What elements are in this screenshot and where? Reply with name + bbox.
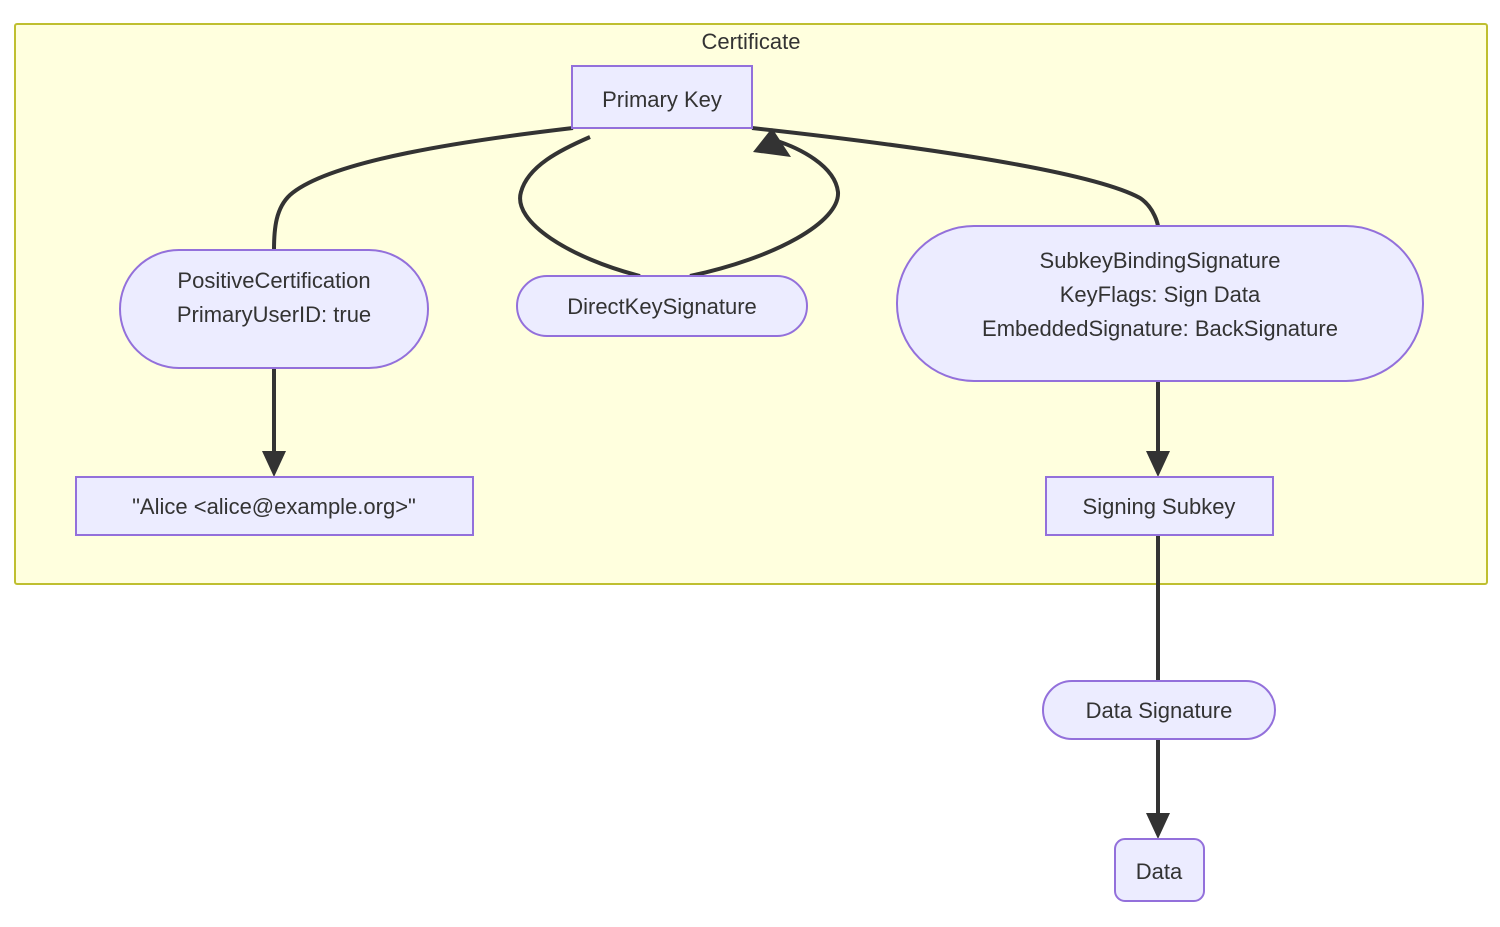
node-positive-certification[interactable]: PositiveCertification PrimaryUserID: tru… — [119, 249, 429, 369]
node-user-id-label: "Alice <alice@example.org>" — [132, 494, 416, 519]
edge-layer — [262, 126, 1170, 839]
node-positive-certification-shape[interactable] — [119, 249, 429, 369]
node-direct-key-signature-shape[interactable] — [516, 275, 808, 337]
arrowhead-data-signature-to-data — [1146, 813, 1170, 839]
node-user-id-shape[interactable] — [75, 476, 474, 536]
node-positive-certification-label-line-2: PrimaryUserID: true — [177, 302, 371, 327]
node-subkey-binding-signature-label-line-2: KeyFlags: Sign Data — [1060, 282, 1261, 307]
node-subkey-binding-signature-label-line-3: EmbeddedSignature: BackSignature — [982, 316, 1338, 341]
arrowhead-positive-certification-to-user-id — [262, 451, 286, 477]
node-primary-key-label: Primary Key — [602, 87, 722, 112]
node-primary-key[interactable]: Primary Key — [571, 65, 753, 129]
node-data-signature-label: Data Signature — [1086, 698, 1233, 723]
node-data[interactable]: Data — [1114, 838, 1205, 902]
node-subkey-binding-signature-shape[interactable] — [896, 225, 1424, 382]
node-direct-key-signature[interactable]: DirectKeySignature — [516, 275, 808, 337]
edge-primary-key-to-subkey-binding-signature — [751, 126, 1160, 227]
node-data-label: Data — [1136, 859, 1183, 884]
cluster-certificate-label: Certificate — [701, 29, 800, 54]
node-data-signature[interactable]: Data Signature — [1042, 680, 1276, 740]
edge-direct-key-signature-to-primary-key — [689, 138, 841, 278]
node-primary-key-shape[interactable] — [571, 65, 753, 129]
arrowhead-direct-key-signature-to-primary-key — [753, 128, 791, 157]
node-positive-certification-label-line-1: PositiveCertification — [177, 268, 370, 293]
node-data-signature-shape[interactable] — [1042, 680, 1276, 740]
node-signing-subkey-label: Signing Subkey — [1083, 494, 1236, 519]
edge-primary-key-to-direct-key-signature — [518, 135, 641, 278]
node-subkey-binding-signature[interactable]: SubkeyBindingSignature KeyFlags: Sign Da… — [896, 225, 1424, 382]
node-data-shape[interactable] — [1114, 838, 1205, 902]
node-subkey-binding-signature-label-line-1: SubkeyBindingSignature — [1040, 248, 1281, 273]
node-signing-subkey[interactable]: Signing Subkey — [1045, 476, 1274, 536]
edge-primary-key-to-positive-certification — [272, 126, 574, 251]
node-signing-subkey-shape[interactable] — [1045, 476, 1274, 536]
node-direct-key-signature-label: DirectKeySignature — [567, 294, 757, 319]
arrowhead-subkey-binding-signature-to-signing-subkey — [1146, 451, 1170, 477]
node-user-id[interactable]: "Alice <alice@example.org>" — [75, 476, 474, 536]
